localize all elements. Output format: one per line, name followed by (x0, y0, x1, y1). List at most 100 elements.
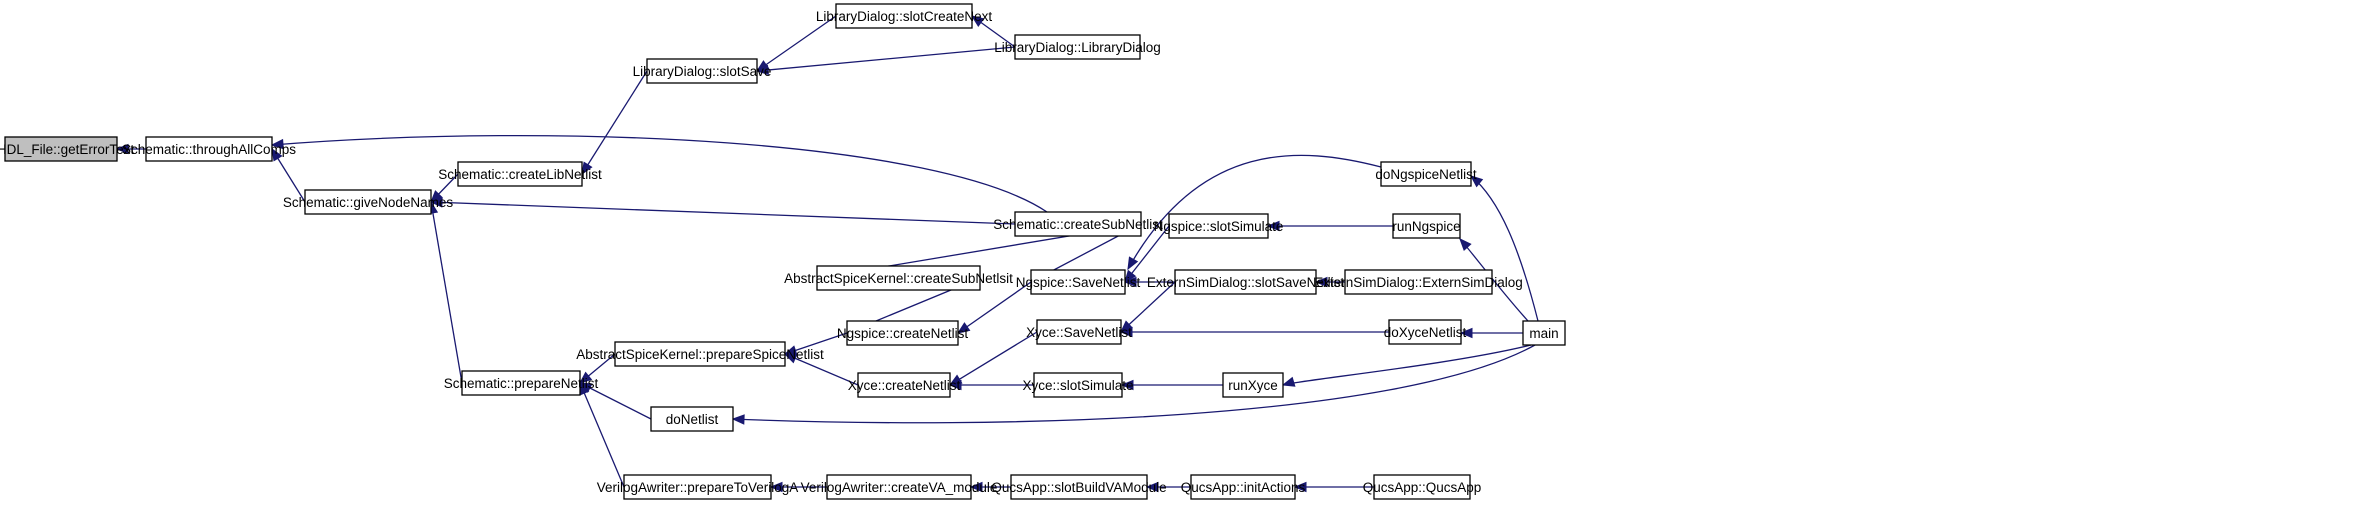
node-label: Schematic::throughAllComps (122, 142, 296, 157)
node-sch-throughallcomps[interactable]: Schematic::throughAllComps (122, 136, 296, 162)
node-ngspice-savenetlist[interactable]: Ngspice::SaveNetlist (1016, 269, 1141, 295)
node-ask-createsubnetlsit[interactable]: AbstractSpiceKernel::createSubNetlsit (784, 265, 1013, 291)
node-box[interactable] (1168, 213, 1269, 239)
arrowhead (948, 379, 962, 391)
node-runngspice[interactable]: runNgspice (1392, 213, 1461, 239)
node-xyce-createnetlist[interactable]: Xyce::createNetlist (848, 372, 961, 398)
node-box[interactable] (1030, 269, 1126, 295)
node-libdlg-slotsave[interactable]: LibraryDialog::slotSave (633, 58, 772, 84)
node-libdlg-librarydialog[interactable]: LibraryDialog::LibraryDialog (994, 34, 1161, 60)
node-box[interactable] (1388, 319, 1462, 345)
node-box[interactable] (457, 161, 583, 187)
node-box[interactable] (1522, 320, 1566, 346)
arrowhead (429, 197, 443, 208)
node-box[interactable] (614, 341, 786, 367)
node-label: doNgspiceNetlist (1375, 167, 1477, 182)
node-xyce-savenetlist[interactable]: Xyce::SaveNetlist (1026, 319, 1132, 345)
node-label: QucsApp::slotBuildVAModule (991, 480, 1166, 495)
arrowhead (270, 138, 284, 150)
arrowhead (1314, 276, 1328, 288)
node-dongspicenetlist[interactable]: doNgspiceNetlist (1375, 161, 1477, 187)
node-label: QucsApp::QucsApp (1363, 480, 1482, 495)
node-label: Schematic::createSubNetlist (993, 217, 1163, 232)
edge-libdlg-slotcreatenext-to-libdlg-slotsave (756, 15, 837, 72)
node-box[interactable] (145, 136, 273, 162)
node-box[interactable] (1380, 161, 1472, 187)
node-qucsapp-initactions[interactable]: QucsApp::initActions (1181, 474, 1306, 500)
node-vaw-preparetoveriloga[interactable]: VerilogAwriter::prepareToVerilogA (597, 474, 799, 500)
node-label: runXyce (1228, 378, 1278, 393)
node-ngspice-slotsimulate[interactable]: Ngspice::slotSimulate (1154, 213, 1284, 239)
node-sch-createsubnetlist[interactable]: Schematic::createSubNetlist (993, 211, 1163, 237)
node-vaw-createva-module[interactable]: VerilogAwriter::createVA_module (801, 474, 998, 500)
edge-main-to-donetlist (732, 344, 1536, 424)
node-ngspice-createnetlist[interactable]: Ngspice::createNetlist (837, 320, 969, 346)
node-sch-createlibnetlist[interactable]: Schematic::createLibNetlist (438, 161, 602, 187)
node-box[interactable] (1033, 372, 1123, 398)
node-doxycenetlist[interactable]: doXyceNetlist (1384, 319, 1467, 345)
node-sch-preparenetlist[interactable]: Schematic::prepareNetlist (444, 370, 599, 396)
node-box[interactable] (461, 370, 581, 396)
node-label: ExternSimDialog::ExternSimDialog (1314, 275, 1523, 290)
edge-sch-createsubnetlist-to-sch-givenodenames (430, 201, 1016, 225)
node-box[interactable] (1222, 372, 1284, 398)
edge-libdlg-librarydialog-to-libdlg-slotsave (756, 46, 1016, 72)
edge-ngspice-savenetlist-to-ngspice-createnetlist (957, 281, 1032, 334)
node-ask-preparespicenetlist[interactable]: AbstractSpiceKernel::prepareSpiceNetlist (576, 341, 824, 367)
node-extsim-slotsavenetlist[interactable]: ExternSimDialog::slotSaveNetlist (1147, 269, 1345, 295)
node-box[interactable] (4, 136, 118, 162)
node-label: AbstractSpiceKernel::createSubNetlsit (784, 271, 1013, 286)
edges-layer (115, 15, 1539, 493)
arrowhead (581, 161, 593, 176)
node-label: ExternSimDialog::slotSaveNetlist (1147, 275, 1345, 290)
arrowhead (1469, 175, 1484, 188)
node-extsim-externsimdialog[interactable]: ExternSimDialog::ExternSimDialog (1314, 269, 1523, 295)
node-box[interactable] (623, 474, 772, 500)
node-box[interactable] (1344, 269, 1493, 295)
edge-xyce-createnetlist-to-ask-preparespicenetlist (784, 353, 859, 386)
arrowhead (731, 414, 745, 425)
arrowhead (1281, 376, 1296, 387)
node-box[interactable] (1392, 213, 1461, 239)
arrowhead (769, 481, 783, 493)
node-box[interactable] (816, 265, 981, 291)
node-box[interactable] (846, 320, 959, 346)
node-box[interactable] (304, 189, 432, 215)
node-label: Schematic::giveNodeNames (283, 195, 454, 210)
arrowhead (1119, 326, 1133, 338)
node-box[interactable] (1174, 269, 1317, 295)
node-box[interactable] (1190, 474, 1296, 500)
arrowhead (271, 147, 283, 162)
node-box[interactable] (650, 406, 734, 432)
node-box[interactable] (826, 474, 972, 500)
node-box[interactable] (646, 58, 758, 84)
node-qucsapp-qucsapp[interactable]: QucsApp::QucsApp (1363, 474, 1482, 500)
node-box[interactable] (1014, 211, 1142, 237)
node-qucsapp-slotbuildvamodule[interactable]: QucsApp::slotBuildVAModule (991, 474, 1167, 500)
node-main[interactable]: main (1522, 320, 1566, 346)
edge-extsim-slotsavenetlist-to-xyce-savenetlist (1120, 281, 1176, 333)
node-box[interactable] (1373, 474, 1471, 500)
node-label: doXyceNetlist (1384, 325, 1467, 340)
arrowhead (115, 143, 129, 155)
node-vhdl-geterrortext[interactable]: VHDL_File::getErrorText (0, 136, 134, 162)
arrowhead (1127, 256, 1139, 271)
node-label: LibraryDialog::LibraryDialog (994, 40, 1161, 55)
node-sch-givenodenames[interactable]: Schematic::giveNodeNames (283, 189, 454, 215)
node-libdlg-slotcreatenext[interactable]: LibraryDialog::slotCreateNext (816, 3, 993, 29)
node-box[interactable] (835, 3, 973, 29)
edge-libdlg-slotsave-to-sch-createlibnetlist (581, 70, 648, 175)
node-box[interactable] (857, 372, 951, 398)
edge-xyce-savenetlist-to-xyce-createnetlist (949, 331, 1038, 386)
node-runxyce[interactable]: runXyce (1222, 372, 1284, 398)
node-box[interactable] (1010, 474, 1148, 500)
node-box[interactable] (1036, 319, 1122, 345)
node-xyce-slotsimulate[interactable]: Xyce::slotSimulate (1022, 372, 1134, 398)
arrowhead (1459, 238, 1472, 252)
node-label: main (1529, 326, 1558, 341)
node-donetlist[interactable]: doNetlist (650, 406, 734, 432)
node-label: Xyce::slotSimulate (1022, 378, 1133, 393)
node-box[interactable] (1014, 34, 1141, 60)
arrowhead (755, 64, 769, 76)
